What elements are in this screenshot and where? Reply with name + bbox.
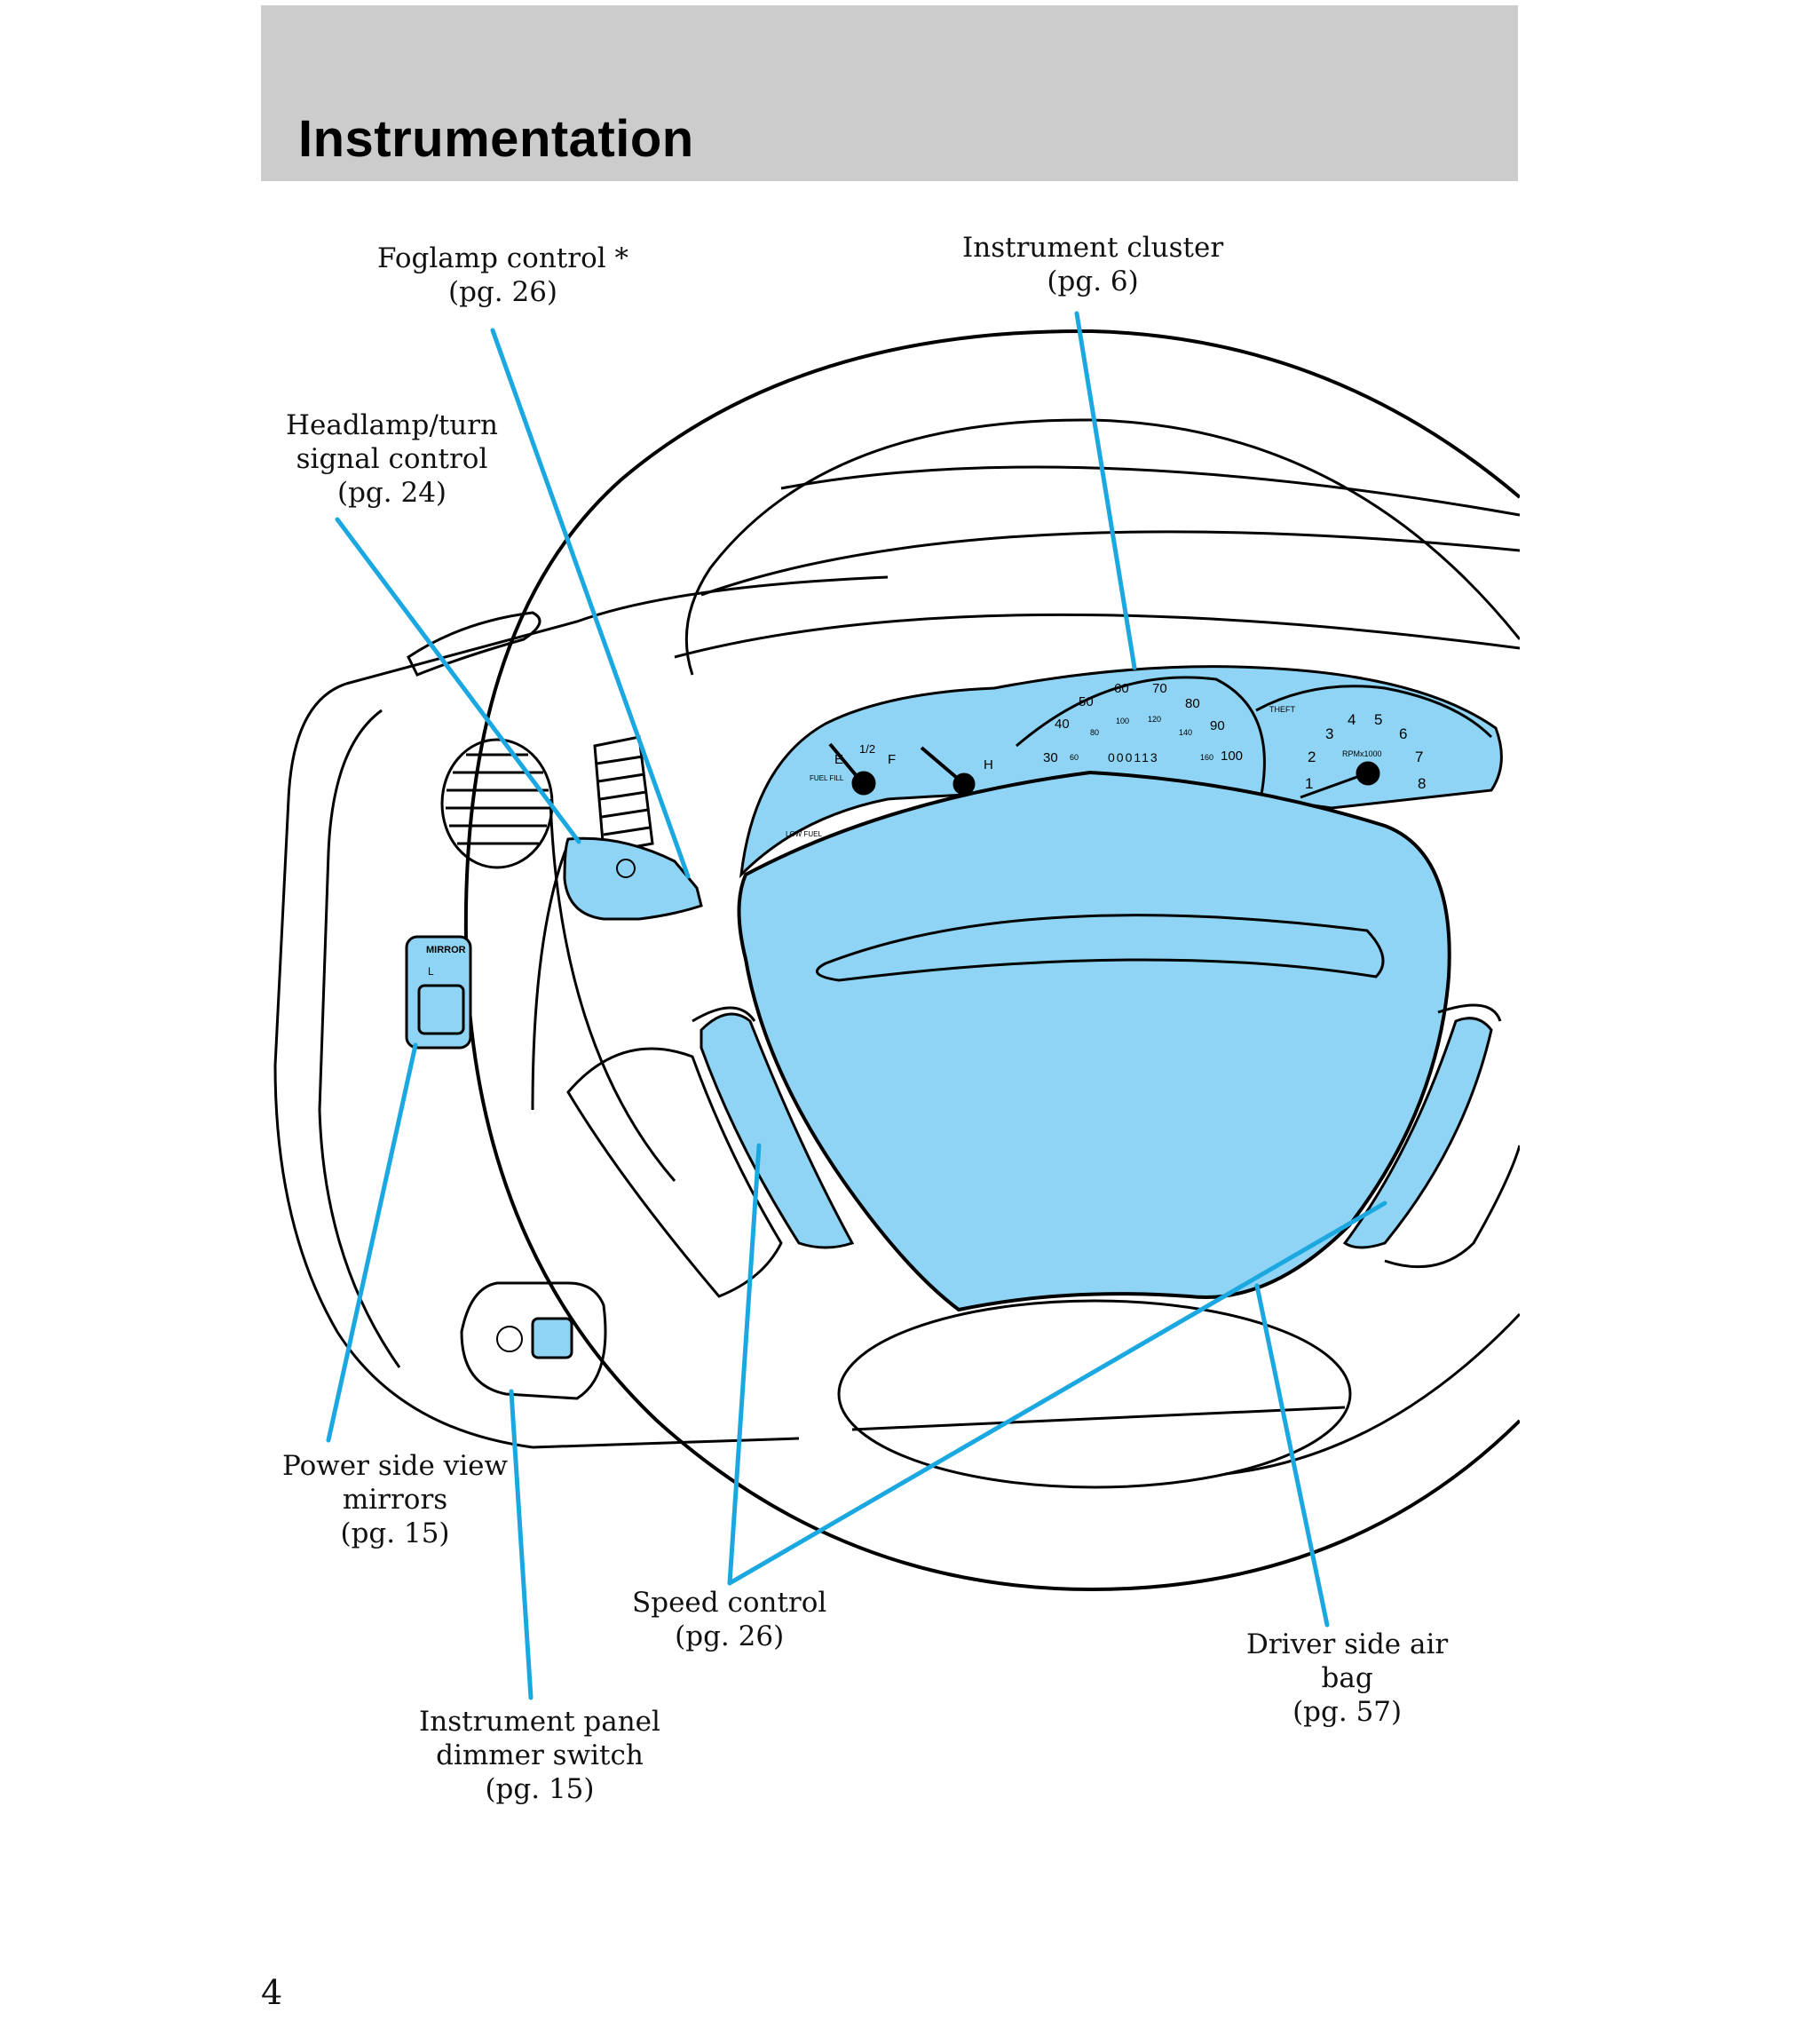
cluster-leader-line xyxy=(1074,311,1137,670)
page-header: Instrumentation xyxy=(261,5,1518,181)
airbag-hub xyxy=(737,770,1451,1312)
cluster-page-ref: (pg. 6) xyxy=(1047,265,1139,297)
fuel-mark: F xyxy=(888,752,896,767)
dimmer-page-ref: (pg. 15) xyxy=(485,1773,595,1805)
tach-tick-label: 1 xyxy=(1305,775,1313,792)
speedo-tick-label: 40 xyxy=(1055,717,1070,732)
foglamp-callout: Foglamp control * (pg. 26) xyxy=(377,242,628,309)
dimmer-callout: Instrument panel dimmer switch (pg. 15) xyxy=(419,1705,660,1806)
speedo-kmh-label: 140 xyxy=(1179,728,1192,737)
speedo-tick-label: 90 xyxy=(1210,718,1225,733)
instrument-cluster: 30 40 50 60 70 80 90 100 60 80 100 120 1… xyxy=(739,665,1503,879)
airbag-label-line1: Driver side air xyxy=(1246,1628,1449,1660)
cluster-label: Instrument cluster xyxy=(962,232,1224,264)
speedo-tick-label: 50 xyxy=(1079,694,1094,709)
airbag-leader-line xyxy=(1254,1283,1330,1628)
tach-tick-label: 6 xyxy=(1399,725,1407,742)
temp-mark: H xyxy=(984,757,993,772)
speedo-kmh-label: 60 xyxy=(1070,753,1079,762)
airbag-callout: Driver side air bag (pg. 57) xyxy=(1246,1628,1448,1729)
headlamp-callout: Headlamp/turn signal control (pg. 24) xyxy=(286,408,498,510)
speedo-kmh-label: 80 xyxy=(1090,728,1099,737)
speed-control-page-ref: (pg. 26) xyxy=(675,1620,785,1652)
speedo-tick-label: 60 xyxy=(1114,681,1129,696)
speedo-tick-label: 80 xyxy=(1185,696,1200,711)
foglamp-label: Foglamp control * xyxy=(377,242,629,274)
headlamp-label-line1: Headlamp/turn xyxy=(286,409,498,441)
mirrors-label-line1: Power side view xyxy=(282,1450,508,1482)
speed-leader-line-left xyxy=(727,1143,762,1586)
speed-control-label: Speed control xyxy=(632,1587,827,1619)
speed-control-pads xyxy=(692,1003,1502,1249)
tach-tick-label: 2 xyxy=(1308,749,1316,765)
airbag-page-ref: (pg. 57) xyxy=(1292,1696,1403,1728)
dimmer-label-line2: dimmer switch xyxy=(436,1739,644,1771)
page-number: 4 xyxy=(261,1973,283,2012)
tach-tick-label: 5 xyxy=(1374,711,1382,728)
speedo-tick-label: 30 xyxy=(1043,750,1058,765)
foglamp-leader-line xyxy=(490,328,691,879)
mirrors-page-ref: (pg. 15) xyxy=(340,1517,450,1549)
mirrors-callout: Power side view mirrors (pg. 15) xyxy=(282,1449,508,1550)
mirror-switch: MIRROR L xyxy=(405,935,472,1050)
speedo-tick-label: 100 xyxy=(1221,749,1243,764)
cluster-callout: Instrument cluster (pg. 6) xyxy=(962,231,1223,298)
foglamp-page-ref: (pg. 26) xyxy=(447,276,558,308)
theft-indicator-label: THEFT xyxy=(1269,705,1295,714)
tach-unit-label: RPMx1000 xyxy=(1342,749,1382,758)
airbag-label-line2: bag xyxy=(1321,1662,1373,1694)
headlamp-label-line2: signal control xyxy=(296,443,488,475)
headlamp-leader-line xyxy=(335,517,581,844)
fuel-fill-label: FUEL FILL xyxy=(810,774,844,782)
mirrors-leader-line xyxy=(326,1042,418,1443)
headlamp-stalk xyxy=(563,836,703,921)
dimmer-switch xyxy=(460,1281,607,1400)
speedo-kmh-label: 100 xyxy=(1116,717,1129,725)
fuel-mark: E xyxy=(834,752,843,767)
fuel-mark: 1/2 xyxy=(859,742,875,756)
mirror-l-label: L xyxy=(428,965,434,978)
tach-tick-label: 8 xyxy=(1418,775,1426,792)
speedo-kmh-label: 120 xyxy=(1148,715,1161,724)
speed-leader-line-right xyxy=(727,1200,1387,1586)
low-fuel-label: LOW FUEL xyxy=(786,830,822,838)
page-title: Instrumentation xyxy=(298,110,694,168)
headlamp-page-ref: (pg. 24) xyxy=(336,477,447,509)
mirror-switch-label: MIRROR xyxy=(426,945,466,955)
speedo-tick-label: 70 xyxy=(1152,681,1167,696)
tach-tick-label: 3 xyxy=(1325,725,1333,742)
tach-tick-label: 4 xyxy=(1348,711,1356,728)
odometer-readout: 000113 xyxy=(1108,750,1159,765)
speedo-kmh-label: 160 xyxy=(1200,753,1213,762)
tach-tick-label: 7 xyxy=(1415,749,1423,765)
dimmer-label-line1: Instrument panel xyxy=(419,1706,660,1738)
dimmer-leader-line xyxy=(509,1389,534,1700)
speed-control-callout: Speed control (pg. 26) xyxy=(632,1586,826,1653)
mirrors-label-line2: mirrors xyxy=(342,1484,448,1516)
